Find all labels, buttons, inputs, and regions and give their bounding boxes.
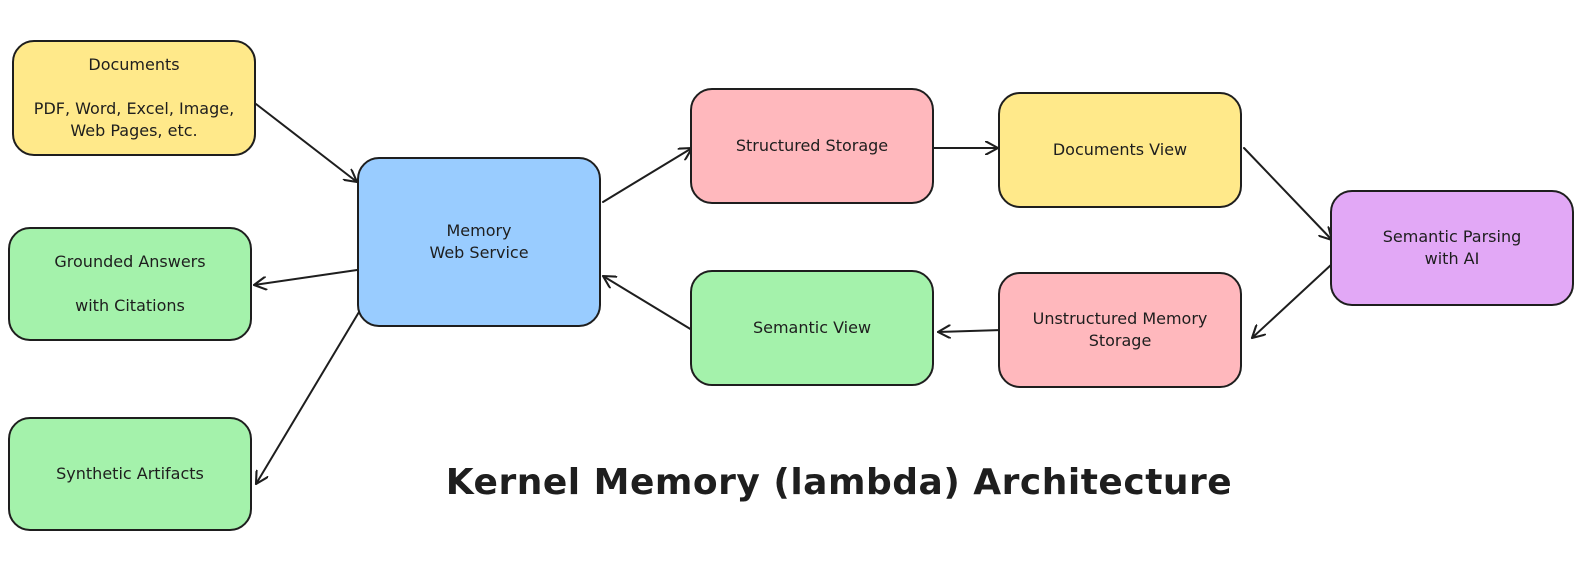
documents-node: Documents PDF, Word, Excel, Image, Web P…: [12, 40, 256, 156]
arrow-semantic-parsing-to-unstructured-memory-storage: [1252, 263, 1333, 338]
unstructured-memory-storage-line1: Unstructured Memory: [1032, 309, 1208, 328]
semantic-parsing-line1: Semantic Parsing: [1382, 227, 1522, 246]
arrow-unstructured-memory-storage-to-semantic-view: [938, 330, 1003, 332]
memory-web-service-line1: Memory: [446, 221, 512, 240]
documents-subtitle-line2: Web Pages, etc.: [70, 121, 198, 140]
documents-view-node: Documents View: [998, 92, 1242, 208]
structured-storage-node: Structured Storage: [690, 88, 934, 204]
synthetic-artifacts-node: Synthetic Artifacts: [8, 417, 252, 531]
arrow-memory-web-service-to-grounded-answers: [254, 269, 358, 285]
arrow-memory-web-service-to-structured-storage: [602, 148, 692, 203]
documents-view-label: Documents View: [1052, 140, 1188, 159]
unstructured-memory-storage-line2: Storage: [1088, 331, 1152, 350]
semantic-view-label: Semantic View: [752, 318, 872, 337]
arrow-documents-view-to-semantic-parsing: [1243, 147, 1332, 240]
memory-web-service-node: Memory Web Service: [357, 157, 601, 327]
grounded-answers-line1: Grounded Answers: [54, 252, 206, 271]
semantic-parsing-node: Semantic Parsing with AI: [1330, 190, 1574, 306]
grounded-answers-line2: with Citations: [75, 296, 185, 315]
synthetic-artifacts-label: Synthetic Artifacts: [56, 464, 204, 483]
diagram-title: Kernel Memory (lambda) Architecture: [445, 462, 1233, 503]
arrow-documents-to-memory-web-service: [255, 103, 357, 182]
documents-title: Documents: [88, 55, 180, 74]
structured-storage-label: Structured Storage: [735, 136, 889, 155]
documents-subtitle-line1: PDF, Word, Excel, Image,: [33, 99, 235, 118]
semantic-view-node: Semantic View: [690, 270, 934, 386]
arrow-memory-web-service-to-synthetic-artifacts: [256, 311, 360, 484]
arrow-semantic-view-to-memory-web-service: [603, 276, 693, 331]
semantic-parsing-line2: with AI: [1424, 249, 1480, 268]
unstructured-memory-storage-node: Unstructured Memory Storage: [998, 272, 1242, 388]
memory-web-service-line2: Web Service: [429, 243, 529, 262]
grounded-answers-node: Grounded Answers with Citations: [8, 227, 252, 341]
